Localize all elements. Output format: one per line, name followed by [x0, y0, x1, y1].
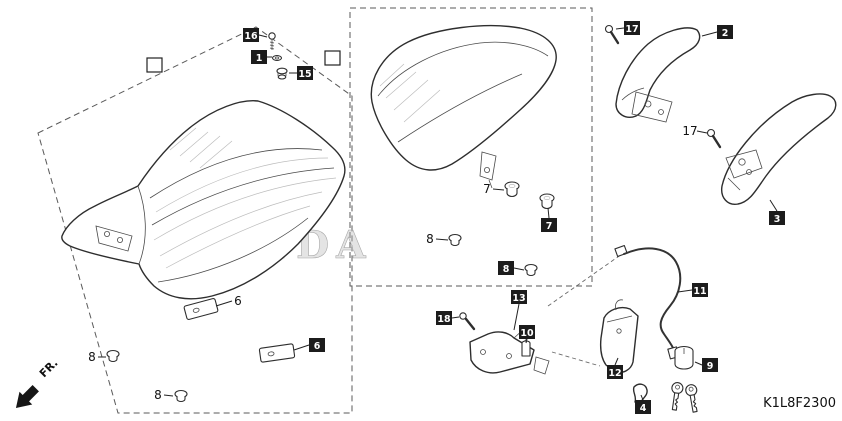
part-seat-grommet-15: [276, 67, 288, 80]
svg-text:11: 11: [693, 286, 706, 297]
fr-direction-indicator: FR.: [15, 357, 61, 409]
callout-17-upper[interactable]: 17: [624, 21, 640, 35]
part-bolt-17-upper: [604, 24, 620, 45]
callout-16[interactable]: 16: [243, 28, 259, 42]
part-grommet-8b: [174, 389, 188, 403]
callout-8-boxed[interactable]: 8: [498, 261, 514, 275]
part-mount-7a: [504, 181, 520, 198]
empty-callout-box-right[interactable]: [324, 50, 341, 66]
part-grommet-8a: [106, 349, 120, 363]
part-seat-washer: [271, 55, 283, 61]
part-rubber-pad-6b: [258, 343, 296, 363]
rear-seat-boundary: [349, 7, 593, 287]
part-grommet-8d: [524, 263, 538, 277]
boundary-dashed-outlines: [37, 7, 623, 414]
part-rear-seat: [370, 24, 557, 189]
part-lock-set: [671, 345, 698, 413]
callout-7-plain[interactable]: 7: [483, 182, 491, 196]
callout-13[interactable]: 13: [511, 290, 527, 304]
callout-6-boxed[interactable]: 6: [309, 338, 325, 352]
callout-15[interactable]: 15: [297, 66, 313, 80]
part-bracket-12: [599, 299, 639, 374]
callout-10[interactable]: 10: [519, 325, 535, 339]
svg-text:3: 3: [774, 214, 781, 225]
part-grommet-8c: [448, 233, 462, 247]
callout-9[interactable]: 9: [702, 358, 718, 372]
part-latch-bracket: [459, 312, 550, 375]
fr-arrow-icon: [15, 385, 39, 409]
connector-dashed-2: [551, 351, 601, 367]
callout-8-plain-c[interactable]: 8: [154, 388, 162, 402]
front-seat-boundary: [37, 26, 353, 414]
callout-8-plain-a[interactable]: 8: [426, 232, 434, 246]
callout-12[interactable]: 12: [607, 365, 623, 379]
part-seat-screw: [268, 32, 276, 50]
svg-text:9: 9: [707, 361, 714, 372]
part-front-seat: [61, 100, 346, 300]
svg-text:12: 12: [608, 368, 621, 379]
svg-text:13: 13: [512, 293, 525, 304]
svg-text:7: 7: [546, 221, 553, 232]
callout-4[interactable]: 4: [635, 400, 651, 414]
svg-text:17: 17: [625, 24, 638, 35]
svg-text:6: 6: [314, 341, 321, 352]
callout-2[interactable]: 2: [717, 25, 733, 39]
svg-text:2: 2: [722, 28, 729, 39]
svg-text:16: 16: [244, 31, 258, 42]
callout-8-plain-b[interactable]: 8: [88, 350, 96, 364]
svg-text:1: 1: [256, 53, 263, 64]
diagram-code: K1L8F2300: [763, 396, 836, 411]
callout-18[interactable]: 18: [436, 311, 452, 325]
callout-6-plain[interactable]: 6: [234, 294, 242, 308]
callout-1[interactable]: 1: [251, 50, 267, 64]
part-grab-rail-2: [615, 27, 701, 123]
part-bolt-17-lower: [706, 128, 722, 149]
leader-lines: [98, 27, 778, 401]
svg-text:10: 10: [520, 328, 534, 339]
svg-text:15: 15: [298, 69, 311, 80]
callout-7-boxed[interactable]: 7: [541, 218, 557, 232]
callout-3[interactable]: 3: [769, 211, 785, 225]
empty-callout-box-left[interactable]: [146, 57, 163, 73]
callout-11[interactable]: 11: [692, 283, 708, 297]
svg-text:4: 4: [640, 403, 647, 414]
callout-17-plain[interactable]: 17: [682, 124, 697, 138]
part-grab-rail-3: [721, 93, 837, 205]
svg-text:8: 8: [503, 264, 510, 275]
part-rubber-pad-6a: [183, 297, 219, 321]
part-mount-7b: [539, 193, 555, 210]
fr-label: FR.: [37, 357, 61, 381]
connector-dashed-1: [547, 253, 623, 307]
svg-text:18: 18: [437, 314, 451, 325]
part-clip-4: [632, 383, 648, 405]
